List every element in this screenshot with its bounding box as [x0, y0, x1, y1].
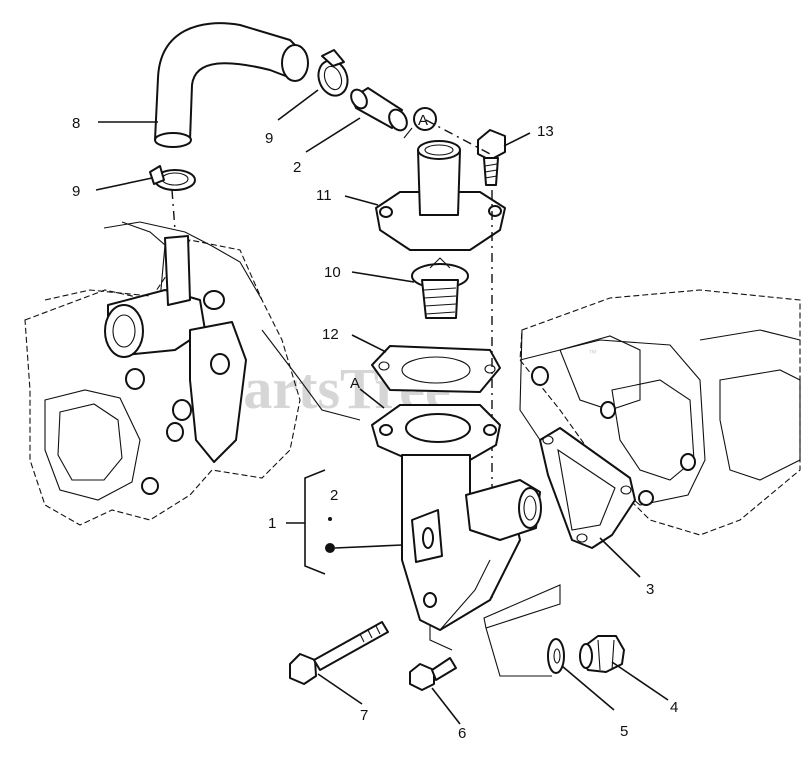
hose-clamp-lower [149, 165, 196, 191]
coolant-hose [154, 22, 309, 148]
callout-3: 3 [646, 581, 654, 598]
outlet-gasket [539, 427, 636, 549]
thermostat [411, 257, 469, 319]
bypass-pipe [350, 87, 408, 132]
callout-13: 13 [537, 123, 554, 140]
callout-8: 8 [72, 115, 80, 132]
callout-9-top: 9 [265, 130, 273, 147]
detail-marker-label: A [418, 112, 428, 129]
thermostat-housing [371, 404, 542, 631]
watermark-trademark: ™ [588, 348, 597, 358]
callout-6: 6 [458, 725, 466, 742]
cylinder-head-block [519, 289, 801, 536]
callout-7: 7 [360, 707, 368, 724]
bolt-6 [409, 657, 457, 691]
callout-11: 11 [316, 187, 332, 204]
callout-2-top: 2 [293, 159, 301, 176]
hose-clamp-top [317, 49, 349, 97]
callout-4: 4 [670, 699, 678, 716]
thermostat-gasket [371, 345, 501, 393]
thermostat-cover [375, 140, 506, 251]
sealing-washer [547, 638, 565, 674]
callout-10: 10 [324, 264, 341, 281]
water-pump-housing [24, 221, 361, 526]
bolt-13 [477, 129, 506, 186]
callout-12: 12 [322, 326, 339, 343]
bolt-7 [289, 621, 389, 685]
drain-plug [579, 635, 625, 673]
callout-1: 1 [268, 515, 276, 532]
detail-marker-a: A [403, 107, 437, 139]
callout-9-left: 9 [72, 183, 80, 200]
callout-2-bracket: 2 [330, 487, 338, 504]
callout-bracket [304, 469, 326, 575]
callout-5: 5 [620, 723, 628, 740]
callout-a: A [350, 375, 360, 392]
